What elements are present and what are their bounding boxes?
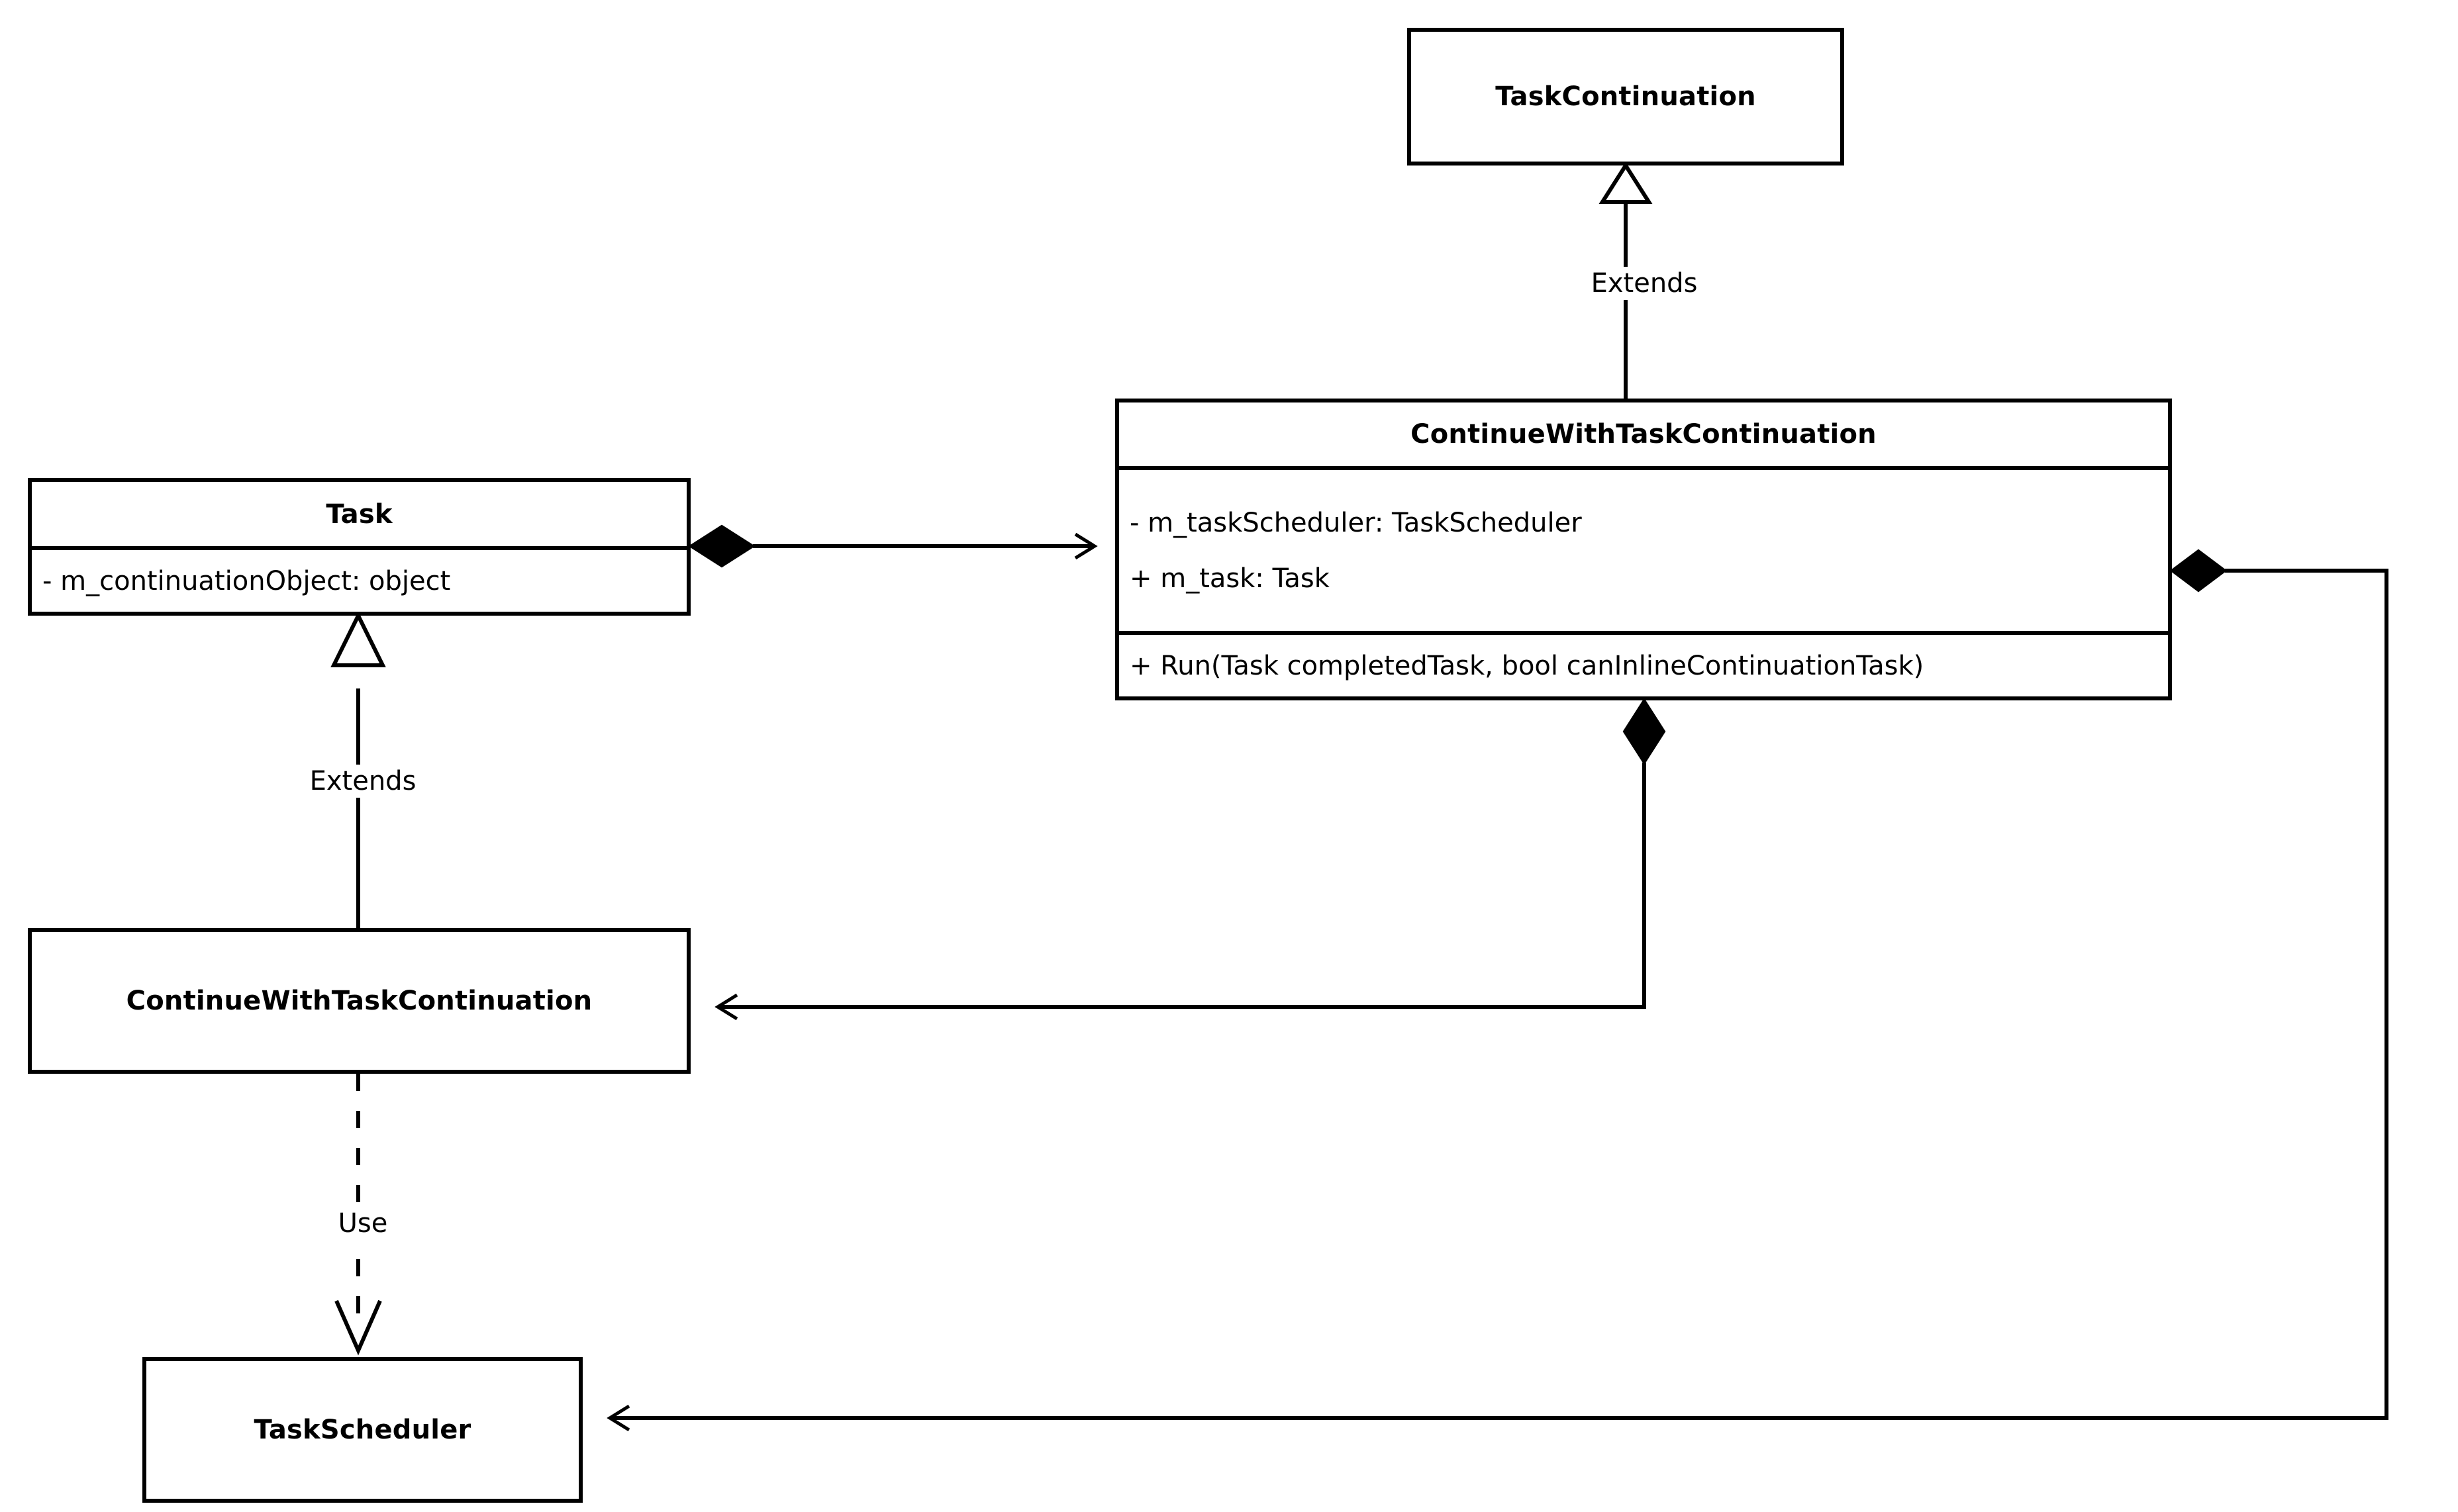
compartment-divider: [1119, 631, 2168, 635]
attribute-m-continuationobject: - m_continuationObject: object: [42, 565, 451, 596]
class-box-continue-with-task-continuation-lower[interactable]: ContinueWithTaskContinuation: [28, 928, 691, 1074]
class-name-task: Task: [326, 498, 393, 530]
class-title-compartment: TaskScheduler: [146, 1361, 579, 1499]
compartment-divider: [32, 546, 687, 550]
class-attributes-compartment: - m_taskScheduler: TaskScheduler + m_tas…: [1119, 470, 2168, 631]
class-box-task-continuation[interactable]: TaskContinuation: [1407, 28, 1844, 165]
class-box-task[interactable]: Task - m_continuationObject: object: [28, 478, 691, 616]
class-name-continue-with-task-continuation-lower: ContinueWithTaskContinuation: [126, 986, 593, 1016]
composition-task-to-cwtc: [688, 524, 1094, 568]
class-operations-compartment: + Run(Task completedTask, bool canInline…: [1119, 635, 2168, 696]
class-box-task-scheduler[interactable]: TaskScheduler: [142, 1357, 583, 1503]
edge-label-extends-top: Extends: [1584, 267, 1704, 300]
edge-label-extends-left: Extends: [303, 765, 423, 798]
class-title-compartment: ContinueWithTaskContinuation: [1119, 402, 2168, 466]
class-box-continue-with-task-continuation-main[interactable]: ContinueWithTaskContinuation - m_taskSch…: [1115, 399, 2172, 700]
attribute-m-taskscheduler: - m_taskScheduler: TaskScheduler: [1130, 507, 1582, 538]
class-name-task-continuation: TaskContinuation: [1495, 81, 1756, 112]
class-title-compartment: TaskContinuation: [1411, 32, 1840, 162]
compartment-divider: [1119, 466, 2168, 470]
class-attributes-compartment: - m_continuationObject: object: [32, 550, 687, 612]
class-title-compartment: ContinueWithTaskContinuation: [32, 932, 687, 1070]
composition-cwtc-to-lower-cwtc: [718, 698, 1666, 1007]
class-name-continue-with-task-continuation: ContinueWithTaskContinuation: [1410, 419, 1877, 449]
attribute-m-task: + m_task: Task: [1130, 563, 1330, 594]
operation-run: + Run(Task completedTask, bool canInline…: [1130, 650, 1924, 681]
edge-label-use: Use: [331, 1207, 395, 1240]
class-name-task-scheduler: TaskScheduler: [254, 1415, 471, 1445]
class-title-compartment: Task: [32, 482, 687, 546]
